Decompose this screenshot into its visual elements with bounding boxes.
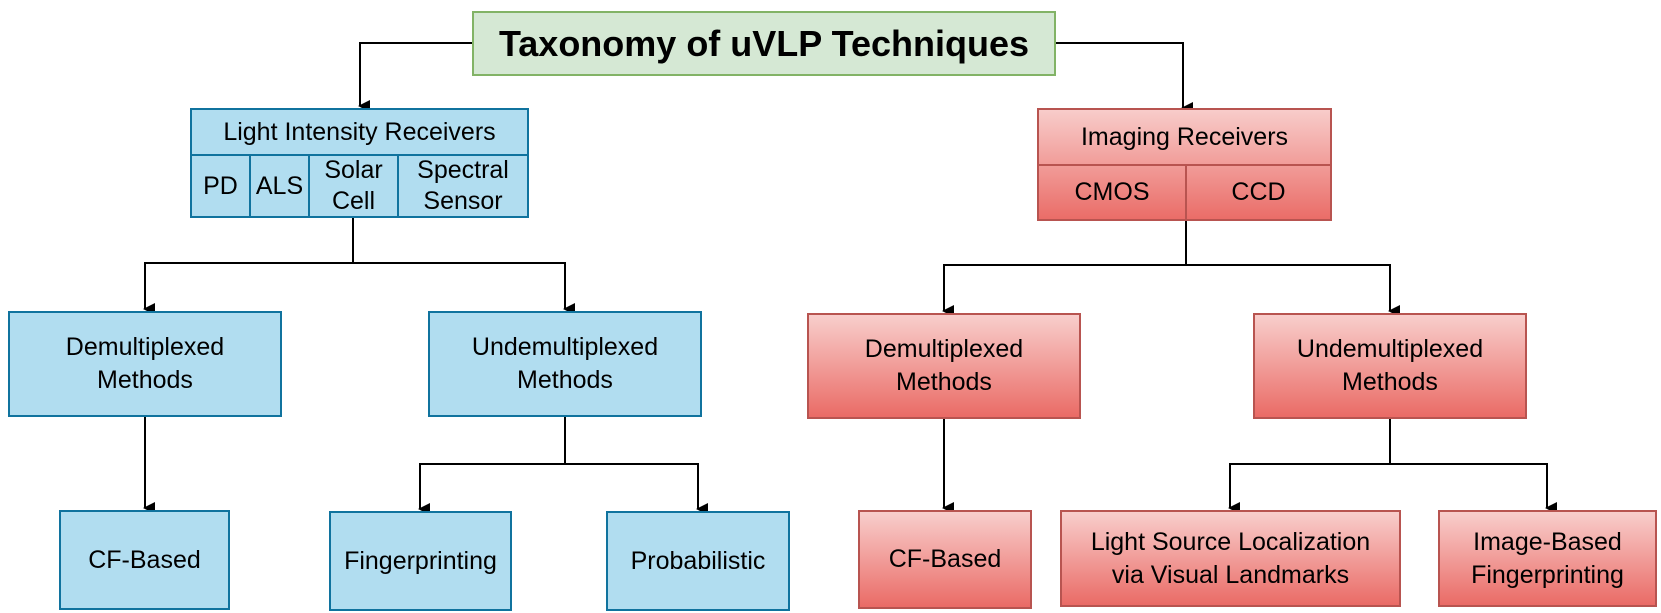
edge-right-undemux-to-imgfp: [1390, 463, 1557, 514]
right-cf-based: CF-Based: [858, 510, 1032, 609]
imaging-receivers-group: Imaging Receivers CMOS CCD: [1037, 108, 1332, 221]
light-intensity-receivers-group: Light Intensity Receivers PD ALS Solar C…: [190, 108, 529, 218]
light-intensity-header: Light Intensity Receivers: [190, 108, 529, 156]
edge-light-to-undemux: [353, 262, 575, 315]
receiver-cell-spectral-sensor: Spectral Sensor: [397, 154, 529, 218]
right-undemultiplexed-methods: Undemultiplexed Methods: [1253, 313, 1527, 419]
left-undemultiplexed-methods: Undemultiplexed Methods: [428, 311, 702, 417]
diagram-title-text: Taxonomy of uVLP Techniques: [498, 23, 1030, 64]
diagram-title: Taxonomy of uVLP Techniques: [472, 11, 1056, 76]
light-source-localization-visual-landmarks: Light Source Localization via Visual Lan…: [1060, 510, 1401, 607]
receiver-cell-als: ALS: [249, 154, 310, 218]
receiver-cell-pd: PD: [190, 154, 251, 218]
right-demultiplexed-methods: Demultiplexed Methods: [807, 313, 1081, 419]
imaging-header: Imaging Receivers: [1037, 108, 1332, 166]
light-intensity-header-text: Light Intensity Receivers: [223, 117, 496, 146]
left-cf-based: CF-Based: [59, 510, 230, 610]
fingerprinting: Fingerprinting: [329, 511, 512, 611]
edge-right-undemux-to-landmarks: [1228, 419, 1391, 514]
edge-imaging-to-undemux: [1186, 264, 1400, 317]
probabilistic: Probabilistic: [606, 511, 790, 611]
left-demultiplexed-methods: Demultiplexed Methods: [8, 311, 282, 417]
edge-left-undemux-to-prob: [565, 463, 708, 515]
edge-imaging-to-demux: [942, 220, 1187, 317]
edge-title-to-imaging: [1056, 42, 1193, 114]
receiver-cell-ccd: CCD: [1185, 164, 1332, 221]
receiver-cell-solar-cell: Solar Cell: [308, 154, 399, 218]
edge-title-to-light-intensity: [358, 42, 472, 112]
edge-light-to-split: [143, 218, 354, 315]
receiver-cell-cmos: CMOS: [1037, 164, 1187, 221]
image-based-fingerprinting: Image-Based Fingerprinting: [1438, 510, 1657, 607]
edge-left-undemux-to-fp: [418, 417, 566, 515]
imaging-header-text: Imaging Receivers: [1080, 122, 1289, 151]
